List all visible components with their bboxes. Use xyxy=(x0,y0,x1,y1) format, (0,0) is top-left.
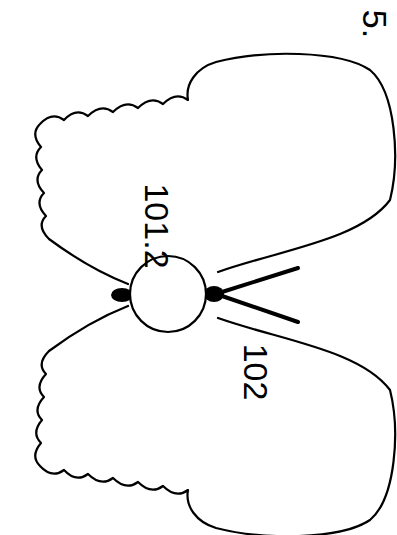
antenna xyxy=(222,268,298,292)
problem-number: 5. xyxy=(358,10,392,38)
wing-number: 101.2 xyxy=(140,183,174,268)
wing-number: 102 xyxy=(239,344,273,401)
upper-wing xyxy=(35,54,395,284)
antenna xyxy=(222,296,298,322)
lower-wing xyxy=(35,306,395,535)
